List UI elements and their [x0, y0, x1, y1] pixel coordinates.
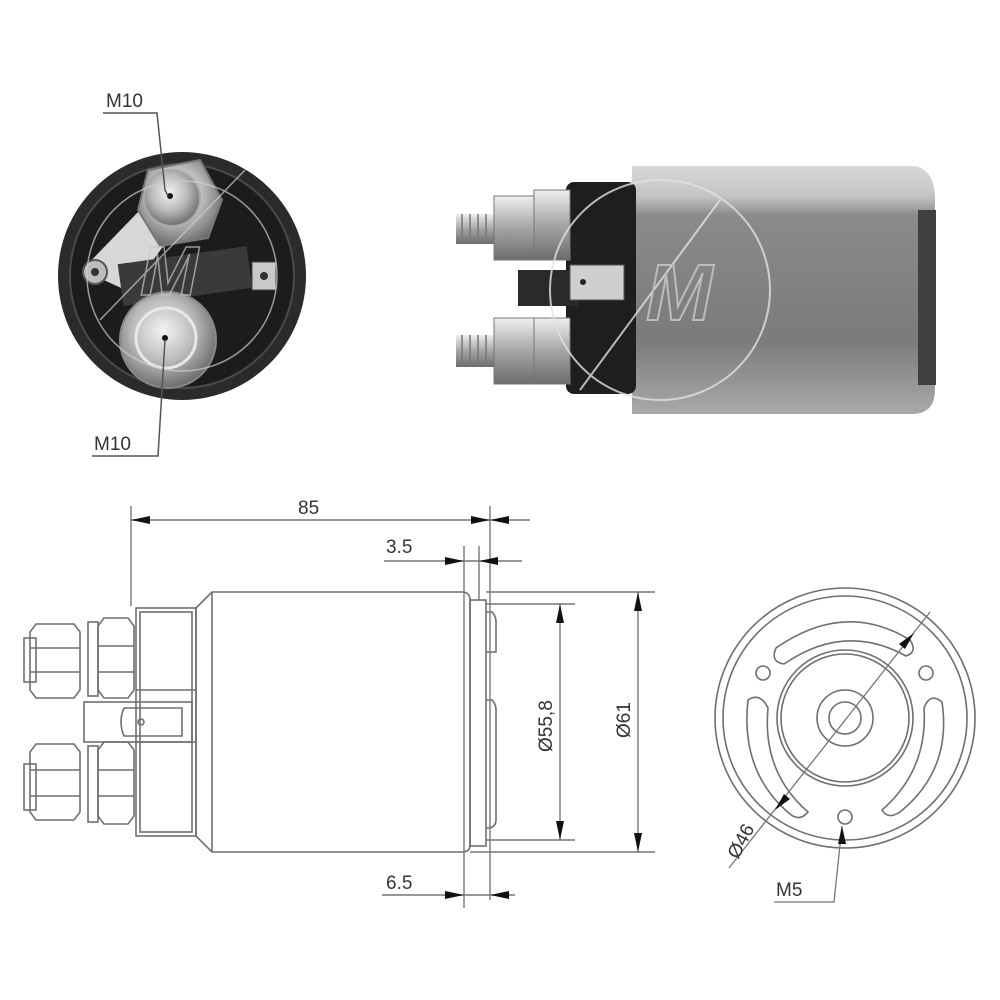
label-mount-thread: M5 [776, 880, 802, 901]
mount-slot-top [773, 621, 914, 665]
end-drawing [714, 587, 976, 849]
mount-hole [918, 665, 934, 681]
mount-slot-right [880, 697, 945, 817]
side-view-photo: M [456, 166, 936, 414]
mount-hole [755, 665, 771, 681]
label-bottom-terminal-thread: M10 [94, 434, 131, 455]
label-top-terminal-thread: M10 [106, 91, 143, 112]
watermark-logo-photo [549, 179, 771, 401]
solenoid-can [632, 166, 935, 414]
end-view-photo: M [58, 112, 306, 457]
dim-flange-offset: 3.5 [386, 537, 412, 558]
leader-line-top [103, 112, 169, 197]
side-dimension-lines [130, 506, 655, 908]
top-bolt-photo [456, 189, 571, 261]
mount-hole-m5 [837, 809, 853, 825]
dim-bolt-circle: Ø46 [724, 821, 759, 863]
dim-overall-length: 85 [298, 498, 319, 519]
top-terminal-nut [136, 158, 224, 248]
watermark-letter: M [646, 248, 715, 337]
dimension-arrows [131, 516, 642, 899]
svg-text:M: M [140, 232, 200, 310]
mount-slot-left [746, 696, 810, 819]
spade-terminal-photo [569, 264, 625, 301]
watermark-logo: M [86, 169, 278, 372]
dim-rear-offset: 6.5 [386, 873, 412, 894]
dim-outer-diameter: Ø61 [614, 702, 635, 738]
body-outline [195, 591, 471, 853]
dim-inner-diameter: Ø55,8 [536, 700, 557, 752]
side-drawing [23, 591, 497, 853]
bottom-terminal-nut [119, 291, 217, 389]
bottom-bolt-photo [456, 317, 571, 385]
leader-line-bottom [92, 339, 166, 457]
